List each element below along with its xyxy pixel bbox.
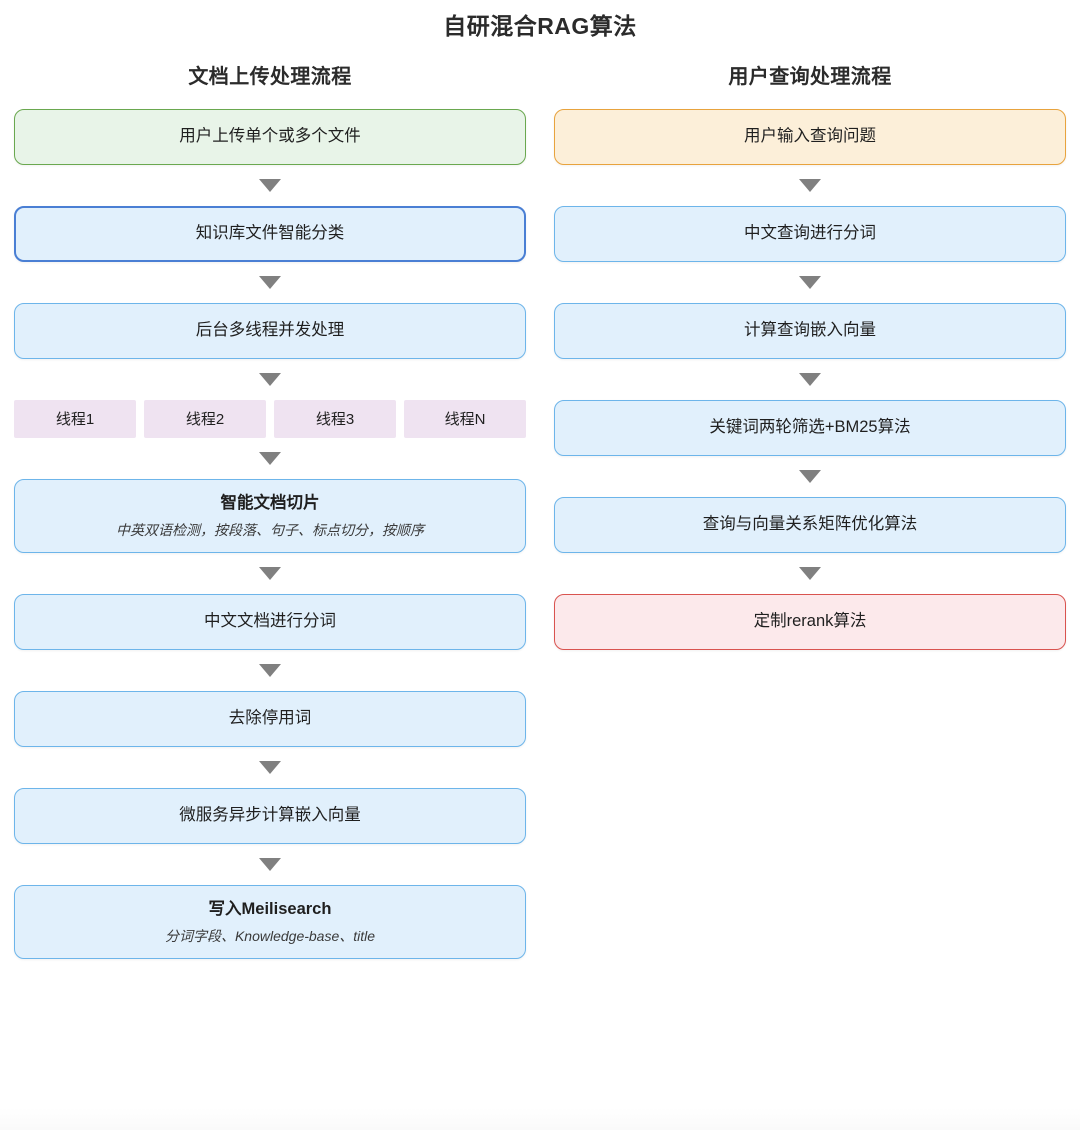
flow-node-用户上传单个或多个文件[interactable]: 用户上传单个或多个文件 xyxy=(14,108,526,165)
arrow-down-icon xyxy=(799,178,821,192)
arrow-down-icon xyxy=(259,567,281,581)
flow-node-label: 用户上传单个或多个文件 xyxy=(179,126,361,145)
flow-node-label: 微服务异步计算嵌入向量 xyxy=(179,806,361,825)
flow-node-label: 关键词两轮筛选+BM25算法 xyxy=(709,417,911,436)
arrow-down-icon xyxy=(259,178,281,192)
column-title-user-query: 用户查询处理流程 xyxy=(728,65,892,88)
flow-node-定制rerank算法[interactable]: 定制rerank算法 xyxy=(554,593,1066,650)
arrow-down-icon xyxy=(259,451,281,465)
arrow-down-icon xyxy=(799,469,821,483)
flow-node-后台多线程并发处理[interactable]: 后台多线程并发处理 xyxy=(14,302,526,359)
flow-node-label: 智能文档切片 xyxy=(220,493,320,512)
flow-node-subtitle: 分词字段、Knowledge-base、title xyxy=(164,928,376,945)
arrow-down-icon xyxy=(259,275,281,289)
arrow-down-icon xyxy=(259,858,281,872)
column-title-document-upload: 文档上传处理流程 xyxy=(188,65,352,88)
flow-node-label: 中文查询进行分词 xyxy=(744,223,876,242)
page-title: 自研混合RAG算法 xyxy=(443,13,637,39)
flow-node-label: 查询与向量关系矩阵优化算法 xyxy=(702,514,918,533)
flow-node-label: 用户输入查询问题 xyxy=(744,126,876,145)
bottom-divider xyxy=(0,1108,1080,1130)
flow-node-写入meilisearch[interactable]: 写入Meilisearch 分词字段、Knowledge-base、title xyxy=(14,885,526,960)
flow-columns: 文档上传处理流程 用户上传单个或多个文件知识库文件智能分类后台多线程并发处理线程… xyxy=(0,60,1080,960)
flow-node-label: 计算查询嵌入向量 xyxy=(744,320,876,339)
flow-node-计算查询嵌入向量[interactable]: 计算查询嵌入向量 xyxy=(554,302,1066,359)
flow-node-label: 后台多线程并发处理 xyxy=(195,320,345,339)
flow-node-label: 去除停用词 xyxy=(228,709,312,728)
flow-node-中文文档进行分词[interactable]: 中文文档进行分词 xyxy=(14,594,526,651)
thread-box[interactable]: 线程N xyxy=(404,399,526,438)
column-user-query: 用户查询处理流程 用户输入查询问题中文查询进行分词计算查询嵌入向量关键词两轮筛选… xyxy=(540,60,1080,959)
flow-node-label: 写入Meilisearch xyxy=(208,900,332,919)
arrow-down-icon xyxy=(799,275,821,289)
flow-node-知识库文件智能分类[interactable]: 知识库文件智能分类 xyxy=(14,205,526,262)
flow-node-label: 知识库文件智能分类 xyxy=(195,223,345,242)
thread-box[interactable]: 线程3 xyxy=(274,399,396,438)
flow-node-智能文档切片[interactable]: 智能文档切片中英双语检测，按段落、句子、标点切分，按顺序 xyxy=(14,478,526,554)
arrow-down-icon xyxy=(799,566,821,580)
thread-box[interactable]: 线程2 xyxy=(144,399,266,438)
column-document-upload: 文档上传处理流程 用户上传单个或多个文件知识库文件智能分类后台多线程并发处理线程… xyxy=(0,60,540,960)
flow-node-中文查询进行分词[interactable]: 中文查询进行分词 xyxy=(554,205,1066,262)
arrow-down-icon xyxy=(259,372,281,386)
flow-node-用户输入查询问题[interactable]: 用户输入查询问题 xyxy=(554,108,1066,165)
thread-box[interactable]: 线程1 xyxy=(14,399,136,438)
flow-node-查询与向量关系矩阵优化算法[interactable]: 查询与向量关系矩阵优化算法 xyxy=(554,496,1066,553)
flow-node-去除停用词[interactable]: 去除停用词 xyxy=(14,691,526,748)
flow-user-query: 用户输入查询问题中文查询进行分词计算查询嵌入向量关键词两轮筛选+BM25算法查询… xyxy=(554,108,1066,650)
flow-node-subtitle: 中英双语检测，按段落、句子、标点切分，按顺序 xyxy=(116,521,424,538)
arrow-down-icon xyxy=(799,372,821,386)
arrow-down-icon xyxy=(259,761,281,775)
flow-node-label: 定制rerank算法 xyxy=(753,611,867,630)
flow-node-微服务异步计算嵌入向量[interactable]: 微服务异步计算嵌入向量 xyxy=(14,788,526,845)
flow-node-label: 中文文档进行分词 xyxy=(204,612,336,631)
arrow-down-icon xyxy=(259,664,281,678)
flow-node-关键词两轮筛选+bm25算法[interactable]: 关键词两轮筛选+BM25算法 xyxy=(554,399,1066,456)
